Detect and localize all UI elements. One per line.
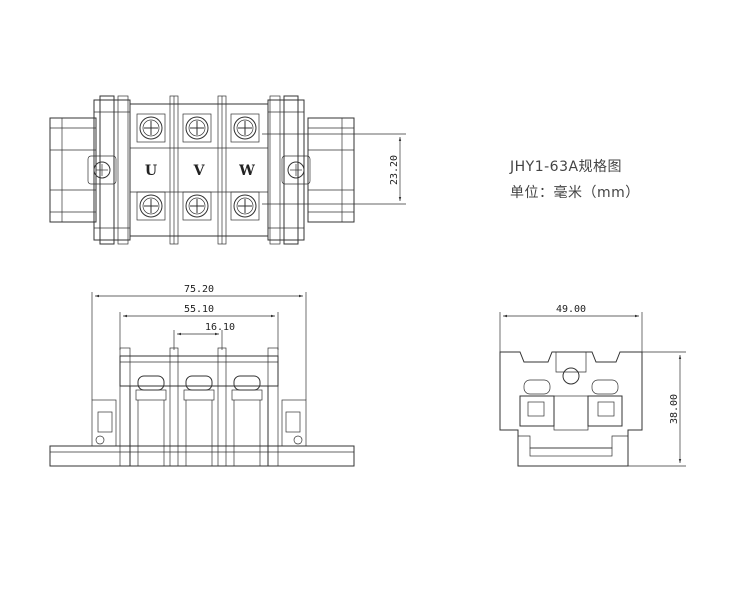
dim-label-16-10: 16.10 xyxy=(205,322,235,333)
front-clamp-right xyxy=(281,399,307,447)
top-view: U V W 23.20 xyxy=(49,95,406,245)
din-rail-right xyxy=(307,117,355,223)
dim-label-55-10: 55.10 xyxy=(184,304,214,315)
dim-front-overall: 75.20 xyxy=(91,284,307,400)
dim-front-mid: 55.10 xyxy=(119,304,279,350)
spec-title: JHY1-63A规格图 xyxy=(510,159,623,175)
screws-upper xyxy=(136,113,260,143)
side-profile xyxy=(499,351,643,467)
screw-u-bottom xyxy=(136,191,166,221)
dim-label-38-00: 38.00 xyxy=(669,394,680,424)
dim-top-height: 23.20 xyxy=(262,133,406,205)
dim-label-23-20: 23.20 xyxy=(389,155,400,185)
screw-u-top xyxy=(136,113,166,143)
screw-w-bottom xyxy=(230,191,260,221)
dim-label-49-00: 49.00 xyxy=(556,304,586,315)
side-view: 49.00 38.00 xyxy=(499,304,686,467)
front-top-cover xyxy=(119,355,279,387)
end-clamp-right xyxy=(267,95,311,245)
dim-label-75-20: 75.20 xyxy=(184,284,214,295)
screw-v-top xyxy=(182,113,212,143)
dim-side-width: 49.00 xyxy=(499,304,643,352)
front-rail xyxy=(49,445,355,467)
end-clamp-left xyxy=(87,95,131,245)
front-clamp-left xyxy=(91,399,117,447)
screw-v-bottom xyxy=(182,191,212,221)
dim-side-height: 38.00 xyxy=(628,351,686,467)
front-view: 75.20 55.10 16.10 xyxy=(49,284,355,467)
front-body xyxy=(129,385,269,467)
dim-front-pitch: 16.10 xyxy=(173,322,235,350)
din-rail-left xyxy=(49,117,97,223)
screws-lower xyxy=(136,191,260,221)
unit-label: 单位：毫米（mm） xyxy=(510,185,640,201)
side-hole xyxy=(562,367,580,385)
phase-label-w: W xyxy=(238,163,255,179)
terminal-body xyxy=(129,95,269,245)
screw-w-top xyxy=(230,113,260,143)
front-terminals xyxy=(135,375,263,466)
phase-label-v: V xyxy=(193,163,206,179)
phase-label-u: U xyxy=(145,163,157,179)
